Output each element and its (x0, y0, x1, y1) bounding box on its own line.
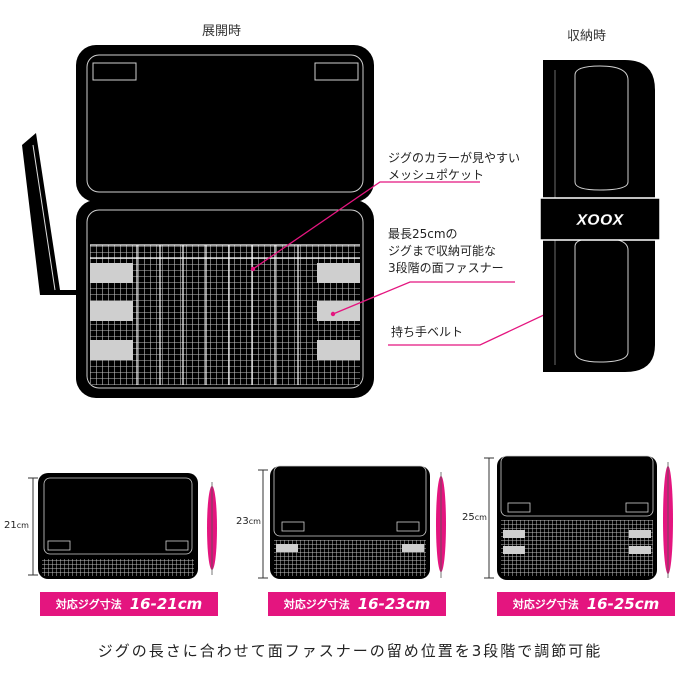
lid-panel (76, 45, 374, 202)
open-case (22, 45, 374, 398)
belt-band (539, 197, 661, 241)
size-variant-2-illustration (258, 465, 446, 579)
callout-mesh-pocket: ジグのカラーが見やすい メッシュポケット (388, 151, 521, 182)
callout-handle-belt: 持ち手ベルト (391, 325, 464, 339)
hook-loop-strips-open (90, 263, 360, 360)
size-2-dimension: 23cm (236, 516, 261, 527)
stored-state-label: 収納時 (567, 29, 607, 44)
footer-caption: ジグの長さに合わせて面ファスナーの留め位置を3段階で調節可能 (97, 642, 603, 660)
xoox-logo: XOOX (575, 211, 625, 229)
open-state-label: 展開時 (202, 24, 242, 39)
size-variant-1-illustration (28, 473, 217, 579)
size-variant-3-illustration (484, 455, 673, 580)
callout-hook-loop: 最長25cmの ジグまで収納可能な 3段階の面ファスナー (388, 227, 504, 275)
mesh-pocket (90, 245, 360, 385)
size-badge-2: 対応ジグ寸法 16-23cm (268, 592, 446, 616)
rolled-case: XOOX (539, 60, 661, 372)
size-badge-3: 対応ジグ寸法 16-25cm (497, 592, 675, 616)
size-1-dimension: 21cm (4, 520, 29, 531)
size-badge-1: 対応ジグ寸法 16-21cm (40, 592, 218, 616)
size-3-dimension: 25cm (462, 512, 487, 523)
